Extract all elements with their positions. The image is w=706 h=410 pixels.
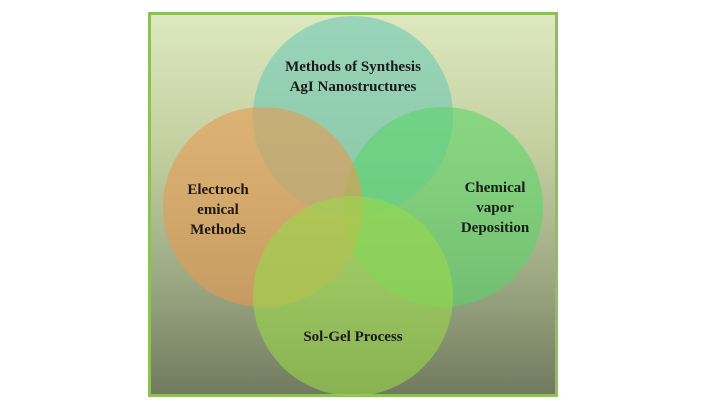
label-left-circle: Electroch emical Methods <box>168 180 268 240</box>
label-right-line-2: vapor <box>476 200 514 216</box>
label-bottom-line-1: Sol-Gel Process <box>303 329 403 345</box>
label-left-line-2: emical <box>197 202 239 218</box>
label-left-line-3: Methods <box>190 222 246 238</box>
label-top-line-2: AgI Nanostructures <box>289 79 417 95</box>
circle-bottom <box>253 196 453 396</box>
label-right-circle: Chemical vapor Deposition <box>440 178 550 238</box>
label-bottom-circle: Sol-Gel Process <box>273 327 433 347</box>
label-left-line-1: Electroch <box>187 182 249 198</box>
label-top-circle: Methods of Synthesis AgI Nanostructures <box>253 57 453 97</box>
label-right-line-3: Deposition <box>460 220 530 236</box>
label-right-line-1: Chemical <box>464 180 526 196</box>
label-top-line-1: Methods of Synthesis <box>285 59 421 75</box>
